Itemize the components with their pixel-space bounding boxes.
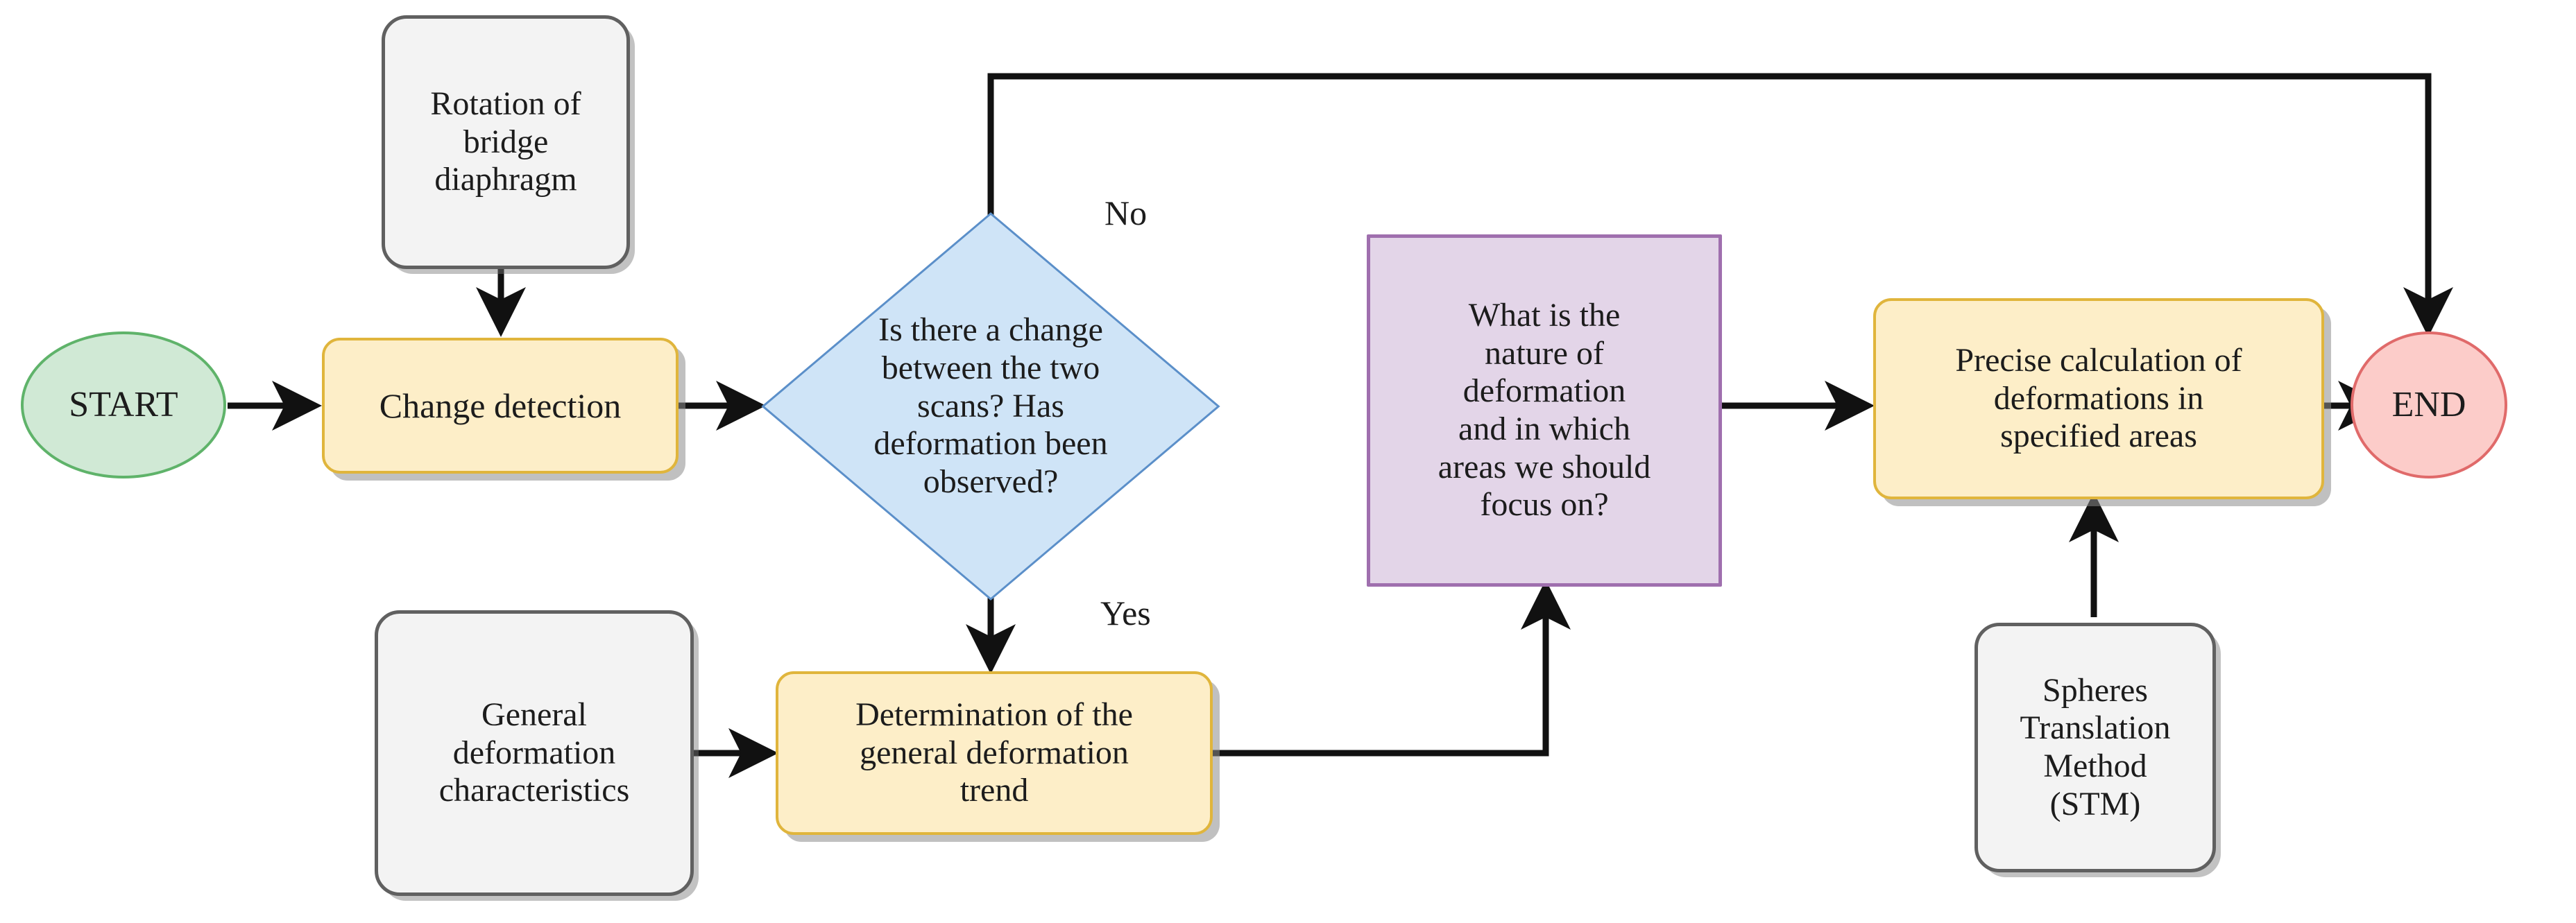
node-general-deformation-characteristics-label: General deformation characteristics <box>438 696 630 809</box>
node-rotation-of-bridge-diaphragm-label: Rotation of bridge diaphragm <box>430 85 581 198</box>
node-nature-of-deformation-question[interactable]: What is the nature of deformation and in… <box>1367 234 1722 587</box>
node-decision-label: Is there a change between the two scans?… <box>873 311 1108 501</box>
node-decision-change-between-scans[interactable]: Is there a change between the two scans?… <box>765 215 1217 598</box>
node-nature-of-deformation-question-label: What is the nature of deformation and in… <box>1438 296 1651 524</box>
node-determination-of-general-deformation-trend[interactable]: Determination of the general deformation… <box>776 671 1213 835</box>
edge-label-yes: Yes <box>1100 594 1151 632</box>
edge-label-no: No <box>1104 193 1148 232</box>
node-start-label: START <box>69 385 178 425</box>
node-start[interactable]: START <box>21 331 226 478</box>
node-rotation-of-bridge-diaphragm[interactable]: Rotation of bridge diaphragm <box>382 15 630 269</box>
node-change-detection-label: Change detection <box>379 386 622 425</box>
node-spheres-translation-method[interactable]: Spheres Translation Method (STM) <box>1974 623 2216 872</box>
node-end[interactable]: END <box>2351 331 2507 478</box>
node-spheres-translation-method-label: Spheres Translation Method (STM) <box>2020 671 2171 822</box>
edge-determination-to-nature <box>1213 580 1571 757</box>
node-change-detection[interactable]: Change detection <box>322 338 679 474</box>
node-precise-calculation-of-deformations[interactable]: Precise calculation of deformations in s… <box>1873 298 2324 499</box>
node-precise-calculation-of-deformations-label: Precise calculation of deformations in s… <box>1955 341 2242 455</box>
node-general-deformation-characteristics[interactable]: General deformation characteristics <box>375 610 694 896</box>
node-end-label: END <box>2391 385 2466 425</box>
node-determination-of-general-deformation-trend-label: Determination of the general deformation… <box>855 696 1133 809</box>
